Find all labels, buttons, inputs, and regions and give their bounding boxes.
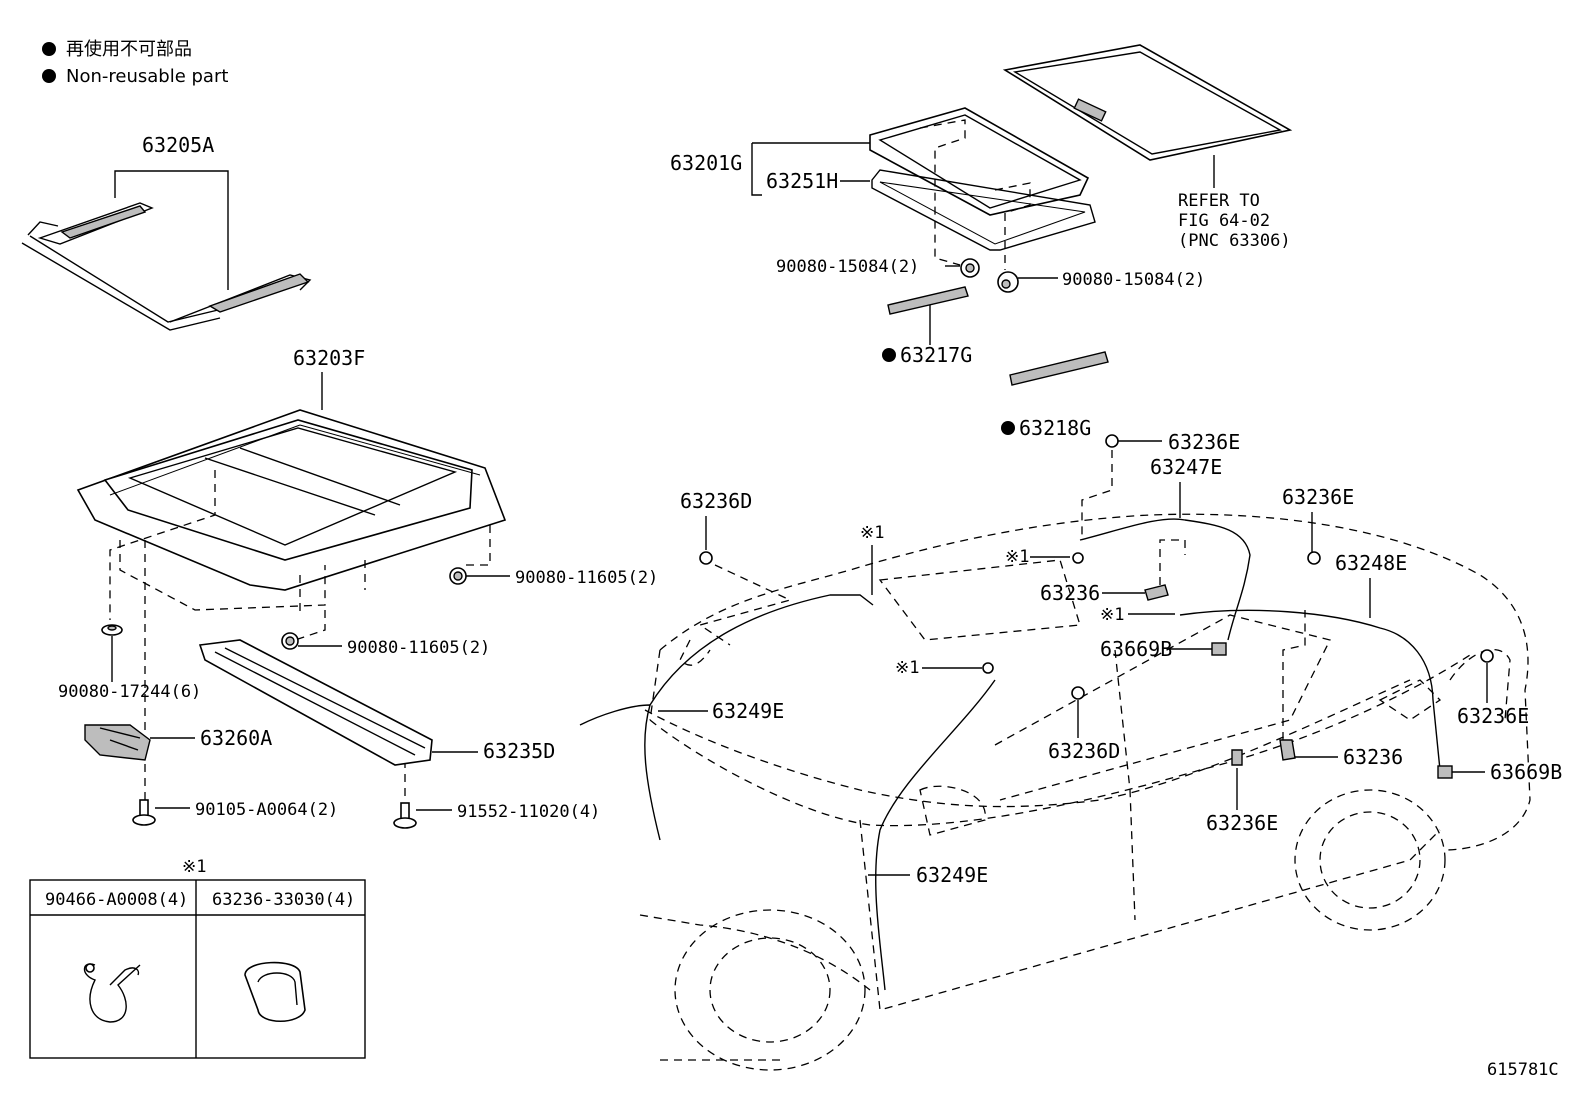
label-90105: 90105-A0064(2) bbox=[195, 800, 338, 820]
label-90080-11605-b: 90080-11605(2) bbox=[347, 638, 490, 658]
refer-line3: (PNC 63306) bbox=[1178, 231, 1291, 251]
non-reusable-dot-icon bbox=[1001, 421, 1015, 435]
label-63236D-b: 63236D bbox=[1048, 739, 1120, 763]
label-63203F: 63203F bbox=[293, 346, 365, 370]
clip-90080-17244 bbox=[101, 624, 123, 636]
part-63205A: 63205A bbox=[21, 133, 312, 331]
non-reusable-dot-icon bbox=[42, 42, 56, 56]
clip-mark-1d bbox=[982, 662, 994, 674]
label-63236E-b: 63236E bbox=[1282, 485, 1354, 509]
seal-63251H: 63251H bbox=[766, 169, 1096, 251]
clip-63236-b bbox=[1279, 739, 1296, 761]
bolt-91552 bbox=[393, 802, 417, 829]
bolt-90080-15084-a bbox=[960, 258, 980, 278]
table-col2: 63236-33030(4) bbox=[212, 890, 355, 910]
bolt-90080-15084-b bbox=[997, 271, 1019, 293]
part-63203F: 63203F bbox=[76, 346, 507, 591]
hose-clamp-icon bbox=[244, 961, 306, 1022]
table-mark: ※1 bbox=[182, 857, 206, 877]
label-63205A: 63205A bbox=[142, 133, 214, 157]
clip-63236D-b bbox=[1071, 686, 1085, 700]
frame-dashed-leaders bbox=[109, 470, 491, 820]
drain-hoses bbox=[579, 518, 1441, 991]
label-90080-15084-b: 90080-15084(2) bbox=[1062, 270, 1205, 290]
clip-90080-11605-b bbox=[281, 632, 299, 650]
label-63669B-b: 63669B bbox=[1490, 760, 1562, 784]
table-col1: 90466-A0008(4) bbox=[45, 890, 188, 910]
mark-1c: ※1 bbox=[1100, 605, 1124, 625]
label-91552: 91552-11020(4) bbox=[457, 802, 600, 822]
legend-jp: 再使用不可部品 bbox=[66, 39, 192, 60]
label-63249E-a: 63249E bbox=[712, 699, 784, 723]
label-63217G: 63217G bbox=[900, 343, 972, 367]
glass-63201G: 63201G bbox=[670, 107, 1090, 216]
non-reusable-dot-icon bbox=[882, 348, 896, 362]
refer-line1: REFER TO bbox=[1178, 191, 1260, 211]
deflector-63217G: 63217G bbox=[882, 286, 972, 367]
clip-63236E-c bbox=[1480, 649, 1494, 663]
label-63218G: 63218G bbox=[1019, 416, 1091, 440]
clip-table: ※1 90466-A0008(4) 63236-33030(4) bbox=[29, 857, 366, 1059]
clip-63236D-a bbox=[699, 551, 713, 565]
label-63251H: 63251H bbox=[766, 169, 838, 193]
clip-63236E-b bbox=[1307, 551, 1321, 565]
clip-90080-11605-a bbox=[449, 567, 467, 585]
label-90080-17244: 90080-17244(6) bbox=[58, 682, 201, 702]
clip-63236E-d bbox=[1231, 749, 1243, 766]
label-63669B-a: 63669B bbox=[1100, 637, 1172, 661]
legend: 再使用不可部品 Non-reusable part bbox=[42, 39, 228, 87]
clip-63669B-a bbox=[1211, 642, 1227, 656]
mark-1d: ※1 bbox=[895, 658, 919, 678]
label-63247E: 63247E bbox=[1150, 455, 1222, 479]
deflector-63218G: 63218G bbox=[1001, 351, 1109, 440]
label-63201G: 63201G bbox=[670, 151, 742, 175]
label-63249E-b: 63249E bbox=[916, 863, 988, 887]
mark-1b: ※1 bbox=[1005, 547, 1029, 567]
label-63260A: 63260A bbox=[200, 726, 272, 750]
label-63236-b: 63236 bbox=[1343, 745, 1403, 769]
motor-63260A bbox=[84, 724, 151, 761]
label-90080-11605-a: 90080-11605(2) bbox=[515, 568, 658, 588]
wire-clip-icon bbox=[83, 963, 141, 1023]
clip-63669B-b bbox=[1437, 765, 1453, 779]
label-63236-a: 63236 bbox=[1040, 581, 1100, 605]
label-63236E-c: 63236E bbox=[1457, 704, 1529, 728]
figure-id: 615781C bbox=[1487, 1060, 1559, 1080]
sunshade-63306 bbox=[1002, 44, 1293, 161]
clip-63236E-a bbox=[1105, 434, 1119, 448]
panel-63235D bbox=[198, 639, 433, 766]
label-63248E: 63248E bbox=[1335, 551, 1407, 575]
legend-en: Non-reusable part bbox=[66, 66, 228, 87]
bolt-90105 bbox=[132, 799, 156, 826]
label-63235D: 63235D bbox=[483, 739, 555, 763]
label-63236E-a: 63236E bbox=[1168, 430, 1240, 454]
clip-63236-a bbox=[1144, 584, 1169, 601]
label-63236E-d: 63236E bbox=[1206, 811, 1278, 835]
mark-1a: ※1 bbox=[860, 523, 884, 543]
non-reusable-dot-icon bbox=[42, 69, 56, 83]
refer-line2: FIG 64-02 bbox=[1178, 211, 1270, 231]
label-63236D-a: 63236D bbox=[680, 489, 752, 513]
label-90080-15084-a: 90080-15084(2) bbox=[776, 257, 919, 277]
clip-mark-1b bbox=[1072, 552, 1084, 564]
